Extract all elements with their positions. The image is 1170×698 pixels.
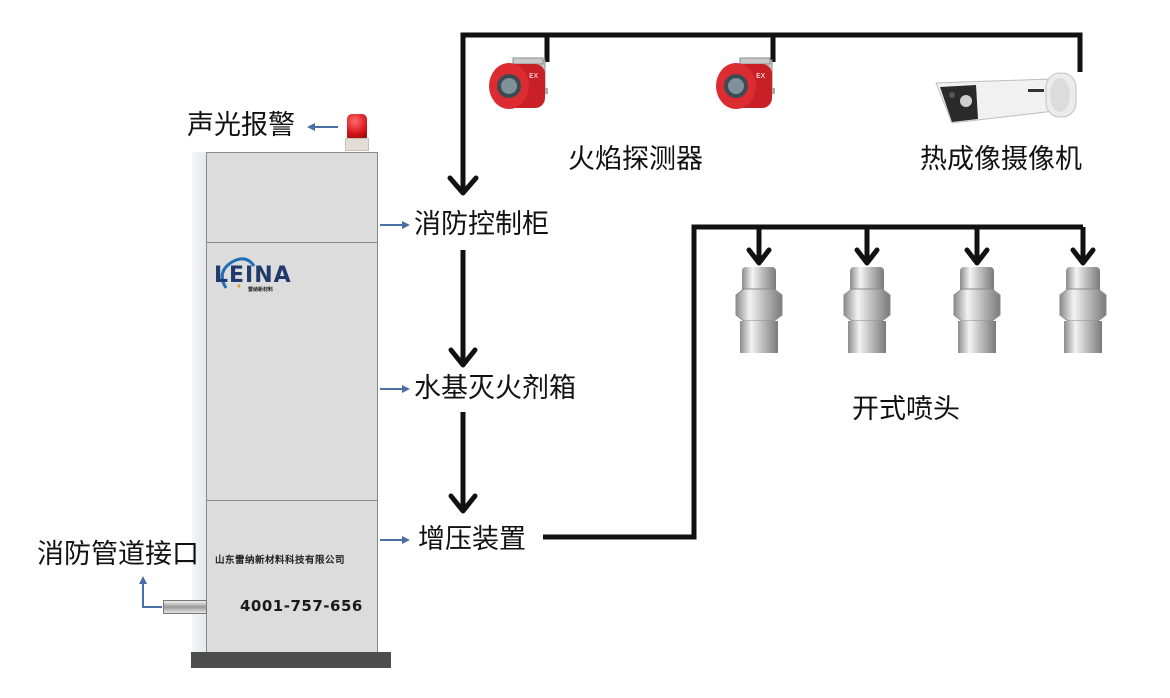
flow-arrowhead-tank-to-booster [448, 493, 478, 514]
flow-arrowhead-cabinet-to-tank [448, 347, 478, 368]
nozzle-supply-pipe [543, 224, 1083, 540]
svg-text:EX: EX [529, 72, 538, 80]
nozzle-drop-4-head [1070, 247, 1096, 266]
cabinet-bottom-panel [206, 500, 378, 653]
nozzle-3-icon [953, 267, 1001, 353]
nozzle-drop-1-head [746, 247, 772, 266]
alarm-beacon-light [347, 114, 367, 138]
nozzle-drop-arrows [746, 227, 1096, 266]
nozzle-drop-2-head [854, 247, 880, 266]
pipe-fitting [163, 600, 207, 614]
label-alarm: 声光报警 [187, 110, 295, 141]
nozzle-1-icon [735, 267, 783, 353]
pointer-pipe-interface [139, 576, 162, 608]
flame-detector-2-icon: EX [716, 57, 775, 109]
label-booster: 增压装置 [418, 524, 526, 555]
nozzle-drop-3-head [964, 247, 990, 266]
label-agent-tank: 水基灭火剂箱 [414, 373, 576, 404]
label-thermal-camera: 热成像摄像机 [920, 144, 1082, 175]
company-name: 山东雷纳新材料科技有限公司 [215, 555, 346, 566]
label-flame-detector: 火焰探测器 [568, 144, 703, 175]
cabinet-logo: LEINA [214, 263, 292, 288]
nozzle-4-icon [1059, 267, 1107, 353]
cabinet-middle-panel [206, 242, 378, 501]
cabinet-logo-subtitle: 雷纳新材料 [248, 287, 274, 293]
svg-text:EX: EX [756, 72, 765, 80]
company-phone: 4001-757-656 [240, 597, 363, 615]
signal-bus-arrowhead [447, 175, 479, 196]
cabinet-top-panel [206, 152, 378, 243]
nozzle-2-icon [843, 267, 891, 353]
cabinet-side-shadow [192, 152, 208, 657]
thermal-camera-icon [935, 72, 1077, 124]
cabinet-base [191, 652, 391, 668]
label-control-cabinet: 消防控制柜 [414, 209, 549, 240]
label-open-nozzle: 开式喷头 [852, 394, 960, 425]
logo-swoosh-icon [220, 257, 256, 289]
label-pipe-interface: 消防管道接口 [37, 539, 199, 570]
alarm-beacon-base [345, 138, 369, 151]
flame-detector-1-icon: EX [489, 57, 548, 109]
